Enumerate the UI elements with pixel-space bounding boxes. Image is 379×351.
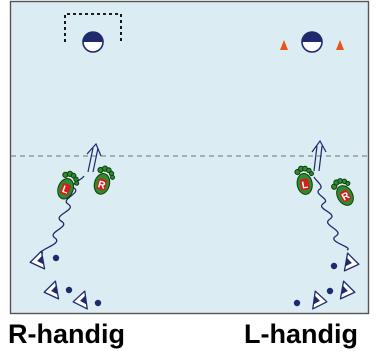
wavy-dribble-arrow-icon	[313, 176, 349, 251]
small-goal-dashed-icon	[64, 13, 122, 53]
ball-icon	[293, 299, 301, 307]
foot-letter: L	[60, 184, 70, 196]
playing-field	[9, 0, 370, 315]
ball-icon	[330, 262, 338, 270]
ball-icon	[65, 286, 73, 294]
ball-icon	[94, 299, 102, 307]
keeper-icon	[82, 31, 104, 53]
foot-letter: L	[301, 180, 309, 192]
caption-right-handed: R-handig	[8, 319, 125, 349]
caption-left-handed: L-handig	[244, 319, 358, 349]
footprint-icon: R	[328, 174, 360, 209]
ball-icon	[52, 254, 60, 262]
cone-icon	[280, 40, 288, 50]
foot-letter: R	[97, 179, 108, 192]
footprint-icon: L	[293, 163, 318, 197]
small-goal-cones-icon	[280, 31, 344, 53]
footprint-icon: R	[91, 163, 118, 198]
cone-icon	[336, 40, 344, 50]
double-arrow-shot-icon	[86, 142, 102, 173]
double-arrow-shot-icon	[311, 139, 327, 172]
keeper-icon	[301, 31, 323, 53]
footprint-icon: L	[54, 168, 83, 203]
ball-icon	[326, 287, 334, 295]
